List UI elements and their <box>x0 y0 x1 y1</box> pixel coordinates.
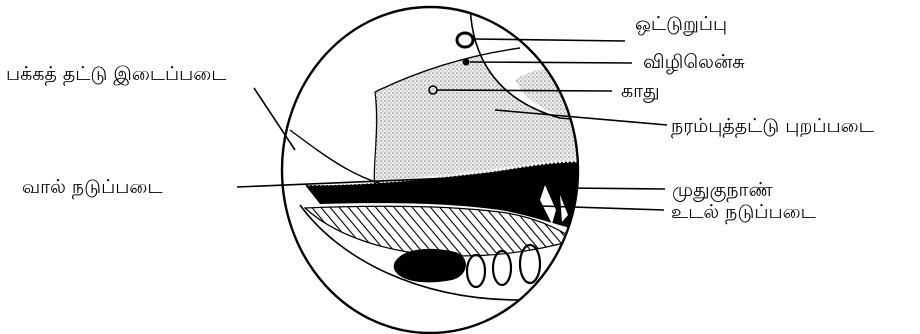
label-somatic-mesoderm: உடல் நடுப்படை <box>671 201 816 224</box>
label-notochord: முதுகுநாண் <box>672 179 773 202</box>
leader-lens <box>470 62 632 63</box>
label-eye-lens: விழிலென்சு <box>643 51 745 74</box>
oval-1 <box>467 255 485 287</box>
label-tail-mesoderm: வால் நடுப்படை <box>22 176 162 199</box>
oval-2 <box>493 251 511 285</box>
label-neural-plate-ectoderm: நரம்புத்தட்டு புறப்படை <box>671 115 874 138</box>
label-ear: காது <box>621 80 660 103</box>
label-lateral-plate-mesoderm: பக்கத் தட்டு இடைப்படை <box>6 63 226 86</box>
adhesive-organ-shape <box>457 33 473 47</box>
eye-lens-dot <box>463 59 470 66</box>
label-adhesive-organ: ஒட்டுறுப்பு <box>635 13 727 36</box>
leader-ear <box>437 90 612 91</box>
black-blob-region <box>394 249 466 282</box>
leader-notochord <box>565 188 665 189</box>
